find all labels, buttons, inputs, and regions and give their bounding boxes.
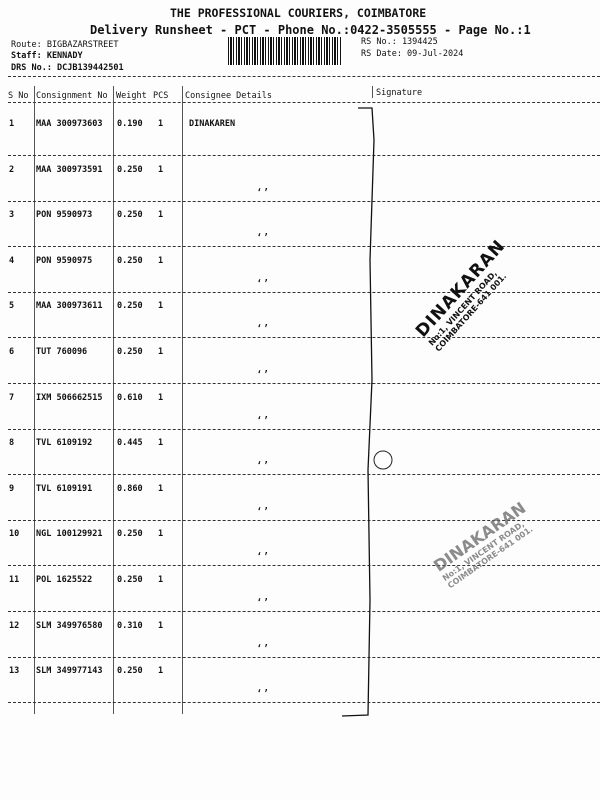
cell-consignment: TVL 6109192 bbox=[36, 438, 93, 449]
cell-pcs: 1 bbox=[158, 620, 164, 631]
cell-sno: 4 bbox=[9, 255, 15, 266]
cell-weight: 0.860 bbox=[117, 483, 143, 494]
cell-sno: 2 bbox=[9, 164, 15, 175]
drs-number: DRS No.: DCJB139442501 bbox=[11, 63, 124, 73]
cell-sno: 5 bbox=[9, 301, 15, 312]
cell-weight: 0.445 bbox=[117, 438, 143, 449]
row-divider bbox=[8, 611, 600, 612]
cell-pcs: 1 bbox=[158, 392, 164, 403]
row-divider bbox=[8, 337, 600, 339]
cell-weight: 0.250 bbox=[117, 666, 143, 677]
divider bbox=[8, 76, 600, 77]
cell-pcs: 1 bbox=[158, 255, 164, 266]
cell-pcs: 1 bbox=[158, 483, 164, 494]
row-divider bbox=[8, 474, 600, 476]
cell-consignment: TVL 6109191 bbox=[36, 483, 93, 494]
column-line bbox=[34, 86, 35, 714]
cell-sno: 12 bbox=[9, 620, 20, 631]
cell-consignment: POL 1625522 bbox=[36, 575, 93, 585]
rs-number: RS No.: 1394425 bbox=[361, 37, 438, 47]
cell-pcs: 1 bbox=[158, 347, 164, 357]
column-line bbox=[113, 86, 114, 714]
cell-weight: 0.250 bbox=[117, 210, 143, 221]
ditto-mark: ‘’ bbox=[256, 322, 270, 336]
cell-weight: 0.310 bbox=[117, 620, 143, 631]
header-sno: S No bbox=[8, 91, 29, 101]
cell-sno: 11 bbox=[9, 575, 20, 585]
staff-label: Staff: KENNADY bbox=[11, 51, 83, 61]
cell-pcs: 1 bbox=[158, 666, 164, 677]
cell-consignment: MAA 300973591 bbox=[36, 164, 103, 175]
ditto-mark: ‘’ bbox=[256, 185, 270, 199]
row-divider bbox=[8, 155, 600, 156]
cell-weight: 0.250 bbox=[117, 301, 143, 312]
cell-consignment: PON 9590973 bbox=[36, 210, 93, 221]
row-divider bbox=[8, 428, 600, 430]
cell-pcs: 1 bbox=[158, 529, 164, 540]
cell-consignment: MAA 300973603 bbox=[36, 119, 103, 129]
row-divider bbox=[8, 702, 600, 704]
ditto-mark: ‘’ bbox=[256, 550, 270, 564]
cell-weight: 0.250 bbox=[117, 529, 143, 540]
cell-sno: 7 bbox=[9, 392, 15, 403]
cell-sno: 6 bbox=[9, 347, 15, 357]
cell-consignment: IXM 506662515 bbox=[36, 392, 103, 403]
cell-consignment: PON 9590975 bbox=[36, 255, 93, 266]
row-divider bbox=[8, 200, 600, 202]
ditto-mark: ‘’ bbox=[256, 687, 270, 701]
company-title: THE PROFESSIONAL COURIERS, COIMBATORE bbox=[170, 6, 427, 20]
row-divider bbox=[8, 656, 600, 658]
cell-weight: 0.190 bbox=[117, 119, 143, 129]
header-pcs: PCS bbox=[153, 91, 169, 101]
header-signature: Signature bbox=[376, 88, 423, 98]
header-consignment: Consignment No bbox=[36, 91, 108, 101]
cell-pcs: 1 bbox=[158, 301, 164, 312]
cell-sno: 10 bbox=[9, 529, 20, 540]
cell-consignment: SLM 349976580 bbox=[36, 620, 103, 631]
header-weight: Weight bbox=[116, 91, 147, 101]
cell-pcs: 1 bbox=[158, 119, 164, 129]
column-line bbox=[182, 86, 183, 714]
cell-sno: 1 bbox=[9, 119, 15, 129]
row-divider bbox=[8, 565, 600, 567]
barcode bbox=[228, 37, 342, 65]
ditto-mark: ‘’ bbox=[256, 231, 270, 245]
divider bbox=[8, 102, 600, 103]
cell-sno: 8 bbox=[9, 438, 15, 449]
cell-weight: 0.250 bbox=[117, 575, 143, 585]
row-divider bbox=[8, 519, 600, 521]
cell-weight: 0.610 bbox=[117, 392, 143, 403]
cell-sno: 13 bbox=[9, 666, 20, 677]
ditto-mark: ‘’ bbox=[256, 276, 270, 290]
header-consignee: Consignee Details bbox=[185, 91, 272, 101]
runsheet-subtitle: Delivery Runsheet - PCT - Phone No.:0422… bbox=[90, 23, 531, 37]
route-label: Route: BIGBAZARSTREET bbox=[11, 40, 119, 50]
cell-sno: 9 bbox=[9, 483, 15, 494]
ditto-mark: ‘’ bbox=[256, 413, 270, 427]
cell-consignment: MAA 300973611 bbox=[36, 301, 103, 312]
cell-consignment: NGL 100129921 bbox=[36, 529, 103, 540]
rs-date: RS Date: 09-Jul-2024 bbox=[361, 49, 464, 59]
cell-pcs: 1 bbox=[158, 575, 164, 585]
ditto-mark: ‘’ bbox=[256, 368, 270, 381]
column-line bbox=[372, 86, 373, 98]
cell-weight: 0.250 bbox=[117, 255, 143, 266]
cell-consignment: TUT 760096 bbox=[36, 347, 88, 357]
cell-pcs: 1 bbox=[158, 164, 164, 175]
row-divider bbox=[8, 291, 600, 293]
cell-consignee: DINAKAREN bbox=[189, 119, 236, 129]
row-divider bbox=[8, 246, 600, 248]
ditto-mark: ‘’ bbox=[256, 596, 270, 609]
cell-pcs: 1 bbox=[158, 210, 164, 221]
cell-weight: 0.250 bbox=[117, 164, 143, 175]
ditto-mark: ‘’ bbox=[256, 459, 270, 473]
ditto-mark: ‘’ bbox=[256, 641, 270, 655]
row-divider bbox=[8, 383, 600, 384]
ditto-mark: ‘’ bbox=[256, 504, 270, 518]
cell-consignment: SLM 349977143 bbox=[36, 666, 103, 677]
cell-pcs: 1 bbox=[158, 438, 164, 449]
cell-weight: 0.250 bbox=[117, 347, 143, 357]
cell-sno: 3 bbox=[9, 210, 15, 221]
